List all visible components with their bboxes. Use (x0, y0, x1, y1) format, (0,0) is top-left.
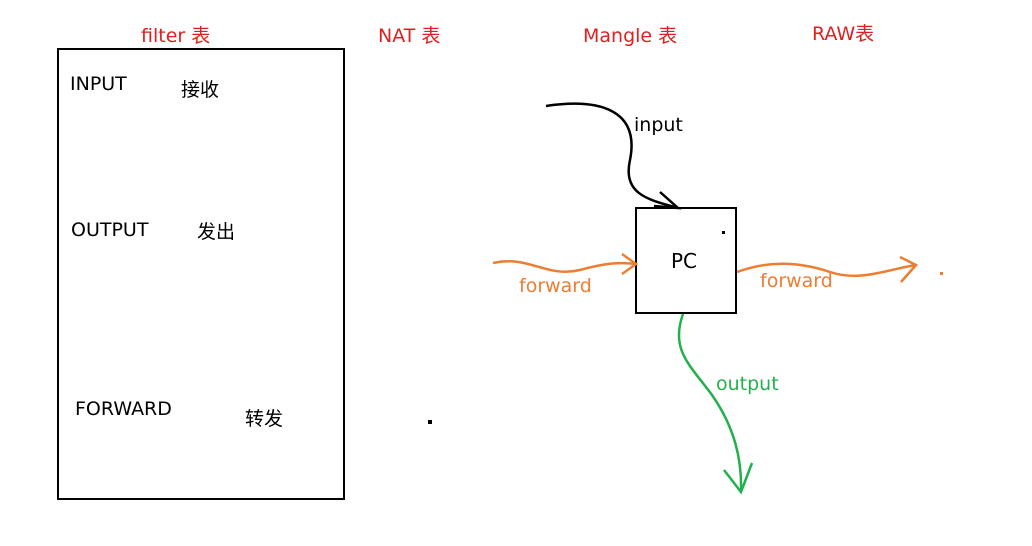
chain-output-name: OUTPUT (71, 219, 149, 241)
stray-dot (428, 420, 432, 424)
chain-input-name: INPUT (70, 73, 127, 95)
input-label: input (634, 114, 683, 136)
forward-in-arrowhead (621, 252, 639, 276)
nat-table-header: NAT 表 (378, 25, 441, 47)
filter-table-header: filter 表 (141, 25, 211, 47)
forward-out-label: forward (760, 270, 833, 292)
forward-out-arrowhead (899, 255, 919, 283)
chain-forward-meaning: 转发 (245, 408, 284, 430)
mangle-table-header: Mangle 表 (583, 25, 678, 47)
forward-out-dot (940, 272, 943, 275)
pc-corner-dot (722, 231, 725, 234)
filter-table-box (57, 48, 345, 500)
output-arrow (677, 313, 743, 493)
output-label: output (716, 373, 779, 395)
pc-node (635, 207, 737, 314)
output-arrowhead (723, 462, 754, 495)
input-arrowhead (653, 191, 682, 210)
forward-out-arrow (736, 262, 917, 278)
chain-output-meaning: 发出 (197, 221, 236, 243)
chain-input-meaning: 接收 (181, 79, 220, 101)
input-arrow (545, 102, 679, 210)
pc-label: PC (671, 249, 698, 273)
chain-forward-name: FORWARD (75, 398, 172, 420)
raw-table-header: RAW表 (812, 23, 875, 45)
forward-in-arrow (492, 260, 637, 273)
forward-in-label: forward (519, 275, 592, 297)
